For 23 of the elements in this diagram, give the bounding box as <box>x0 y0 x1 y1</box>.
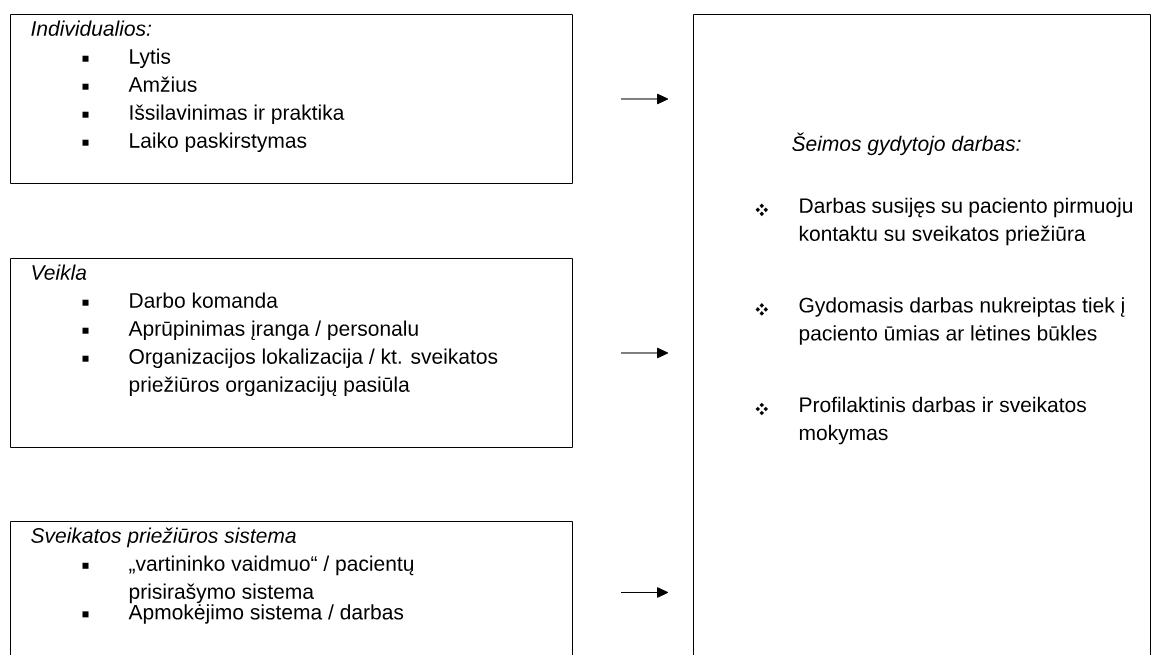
list-item: Gydomasis darbas nukreiptas tiek į paciento ūmias ar lėtines būkles <box>799 297 1125 345</box>
list-item: Organizacijos lokalizacija / kt. sveikatos priežiūros organizacijų pasiūla <box>129 348 498 397</box>
list-item: Išsilavinimas ir praktika <box>130 104 345 125</box>
list-item: Aprūpinimas įranga / personalu <box>128 320 418 341</box>
text-box <box>693 14 1151 655</box>
list-item: Laiko paskirstymas <box>130 132 307 153</box>
list-item: Darbas susijęs su paciento pirmuoju kontaktu su sveikatos priežiūra <box>799 197 1133 246</box>
heading: Veikla <box>32 264 87 280</box>
heading: Individualios: <box>31 20 152 36</box>
list-item: Apmokėjimo sistema / darbas <box>128 604 404 624</box>
list-item: Profilaktinis darbas ir sveikatos mokymas <box>799 396 1086 445</box>
list-item: „vartininko vaidmuo“ / pacientų prisirašymo sistema <box>129 555 414 604</box>
list-item: Lytis <box>130 48 171 69</box>
heading: Šeimos gydytojo darbas: <box>792 132 1021 156</box>
list-item: Amžius <box>128 76 197 92</box>
arrow <box>620 347 669 359</box>
list-item: Darbo komanda <box>130 292 278 308</box>
text-box <box>10 521 573 655</box>
text-box <box>10 258 573 448</box>
text-box <box>10 14 573 184</box>
arrow <box>620 587 669 598</box>
heading: Sveikatos priežiūros sistema <box>31 527 296 548</box>
arrow <box>620 93 669 105</box>
